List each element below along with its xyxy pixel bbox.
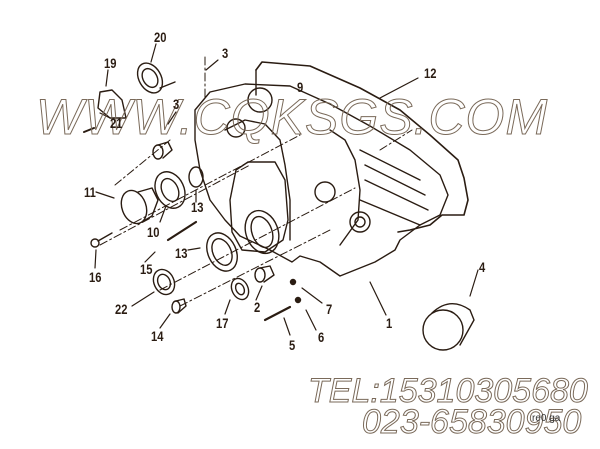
callout-15: 15 [140, 261, 153, 277]
gear-housing-part-1 [194, 83, 449, 277]
bushing-part-3 [152, 141, 173, 160]
callout-3b: 3 [173, 96, 180, 112]
watermark-website: WWW.CQKSGS.COM [35, 89, 549, 145]
callout-16: 16 [89, 269, 102, 285]
watermark-telephone: TEL:15310305680 [308, 372, 589, 410]
callout-6: 6 [318, 329, 325, 345]
callout-22: 22 [115, 301, 128, 317]
callout-9: 9 [297, 79, 304, 95]
callout-11: 11 [84, 184, 96, 200]
callout-17: 17 [216, 315, 229, 331]
bolt-part-5 [263, 305, 292, 322]
callout-2: 2 [254, 299, 261, 315]
cover-part-11 [120, 187, 159, 225]
plate-part-20 [136, 62, 176, 94]
o-ring-part-13 [188, 166, 204, 188]
seal-part-13 [206, 232, 238, 272]
callout-10: 10 [147, 224, 160, 240]
figure-id: re0 ga [532, 413, 561, 424]
callout-20: 20 [154, 29, 167, 45]
leader-lines [94, 43, 479, 336]
seal-part-22 [152, 268, 176, 296]
callout-21: 21 [110, 115, 123, 131]
bushing-part-2 [254, 265, 275, 283]
gasket-part-12 [255, 61, 469, 233]
sleeve-part-14 [171, 298, 187, 314]
callout-13a: 13 [191, 199, 204, 215]
pin-part-21 [83, 127, 95, 133]
callout-3a: 3 [222, 45, 229, 61]
ring-part-17 [230, 277, 250, 301]
callout-1: 1 [386, 315, 393, 331]
callout-7: 7 [326, 301, 333, 317]
bolt-part-15 [166, 220, 198, 242]
callout-5: 5 [289, 337, 296, 353]
front-cover-plate [229, 161, 289, 255]
callout-4: 4 [479, 259, 486, 275]
pin-part-16 [90, 232, 113, 248]
callout-13b: 13 [175, 245, 188, 261]
watermark-phone: 023-65830950 [361, 403, 582, 441]
plate-part-19 [97, 89, 127, 119]
washer-part-6 [294, 296, 302, 304]
gasket-part-10 [154, 171, 186, 209]
washer-part-7 [289, 278, 297, 286]
callout-12: 12 [424, 65, 437, 81]
cylinder-part-4 [422, 303, 475, 351]
callout-14: 14 [151, 328, 164, 344]
alignment-lines [99, 56, 413, 307]
callout-19: 19 [104, 55, 117, 71]
